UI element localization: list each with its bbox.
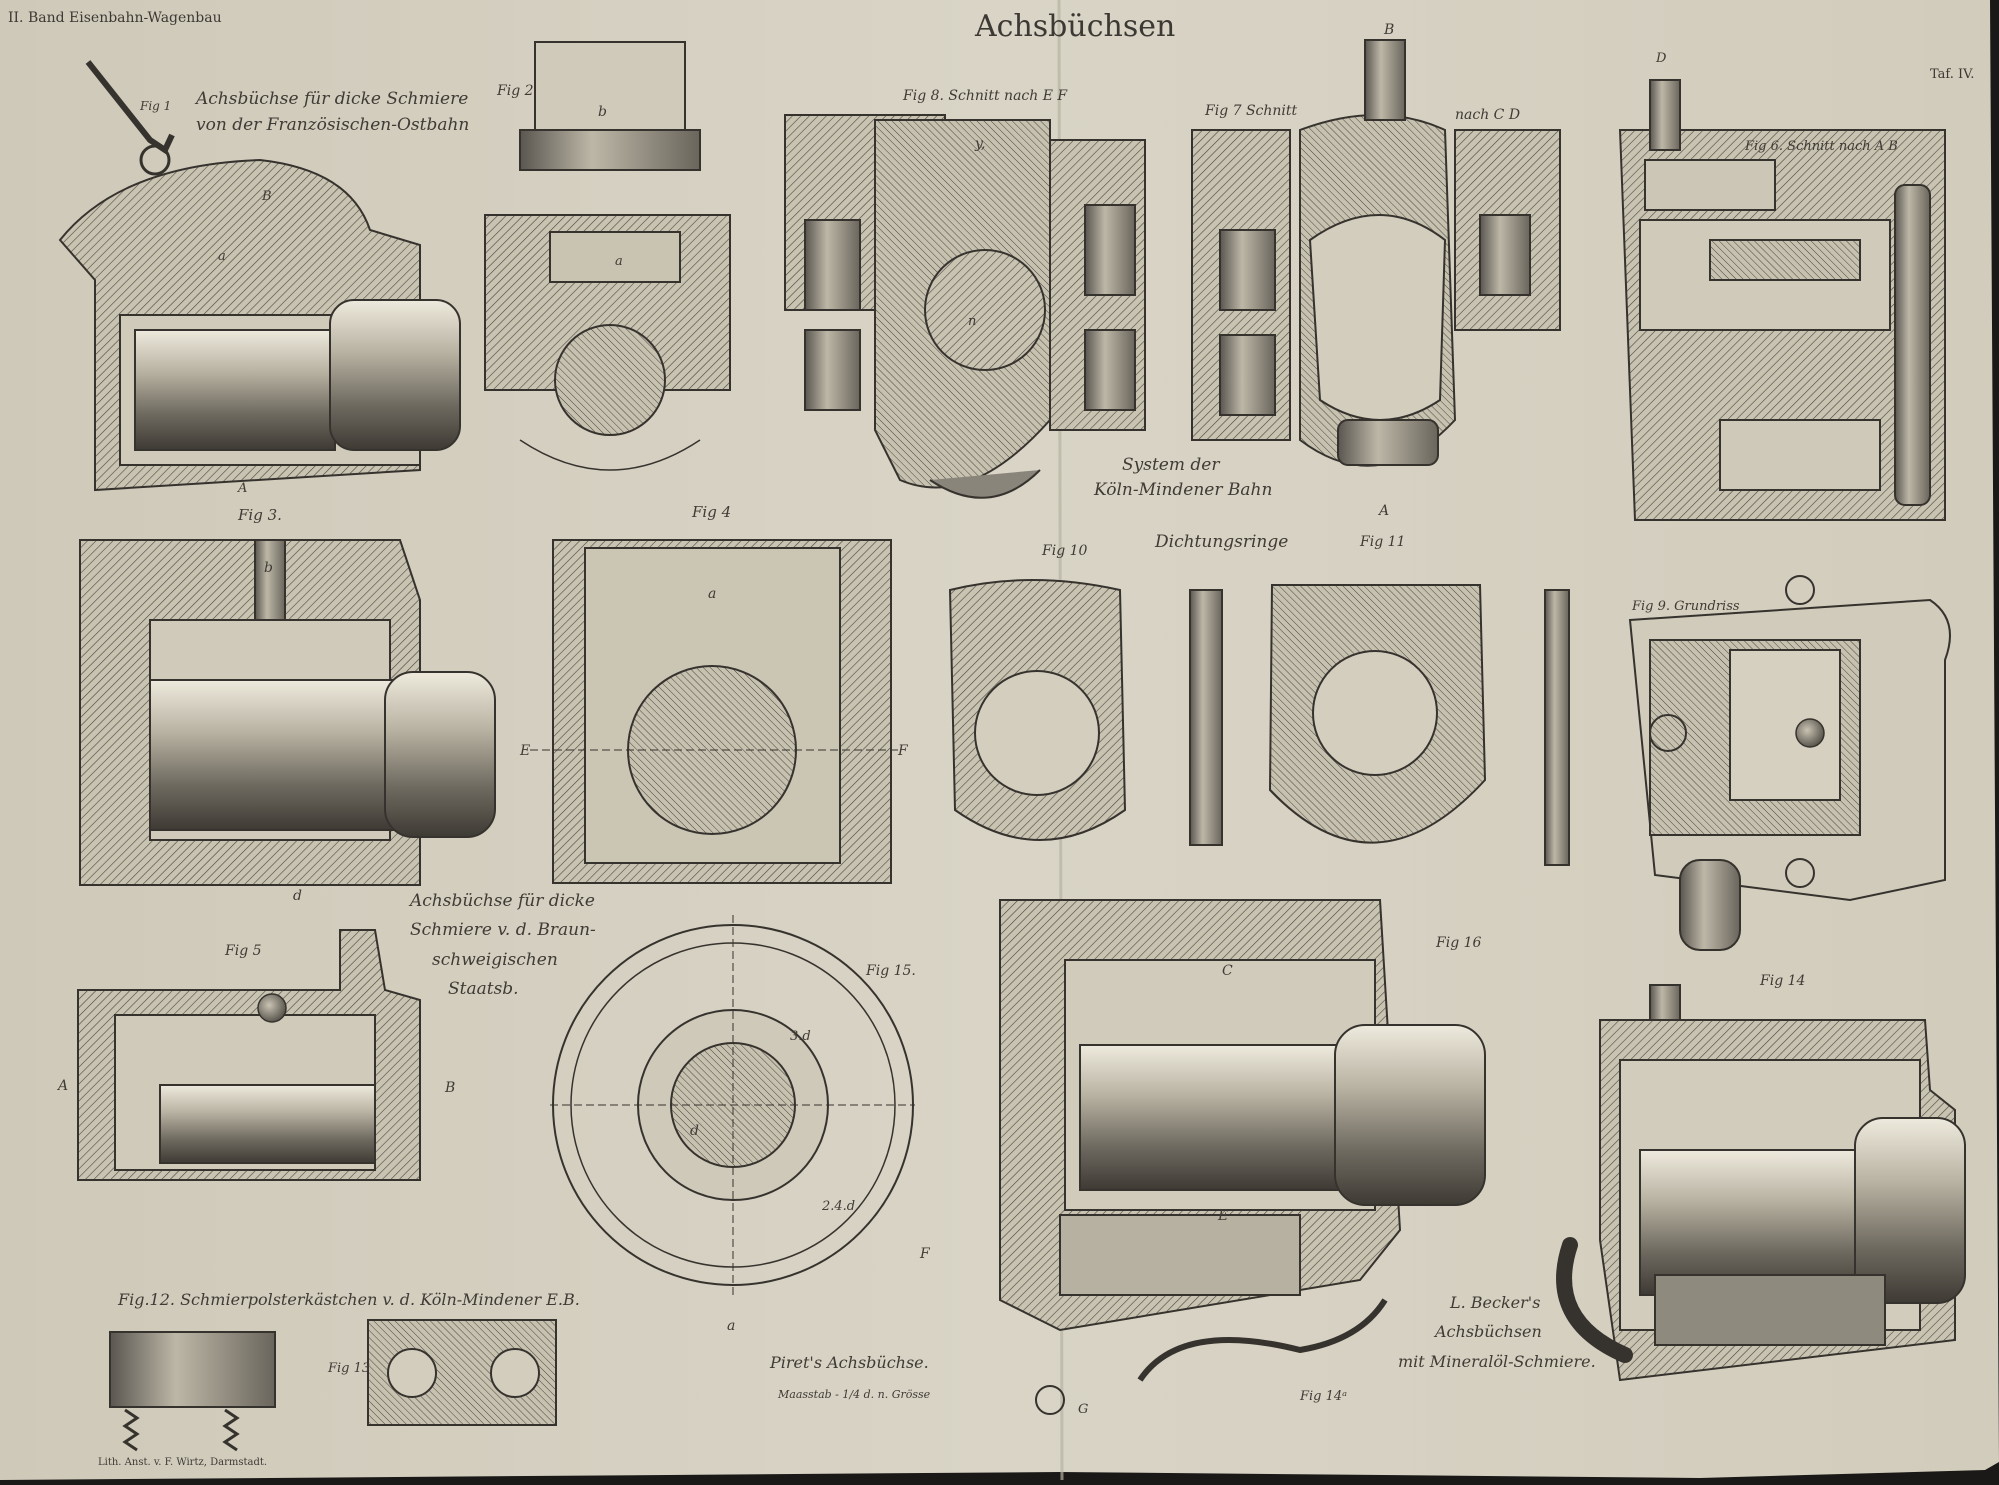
fig5-letter-B: B: [444, 1080, 455, 1096]
fig1-letter-B: B: [261, 189, 272, 204]
fig14-becker-axle-box: Fig 14: [1556, 973, 1966, 1382]
fig7-caption: Fig 7 Schnitt: [1204, 103, 1298, 119]
fig15-dim-24d: 2.4.d: [821, 1199, 855, 1214]
fig2-letter-b: b: [598, 104, 607, 120]
fig15-caption: Fig 15.: [865, 963, 916, 979]
fig3-caption: Fig 3.: [237, 506, 282, 524]
fig10-sealing-ring: Fig 10: [948, 543, 1223, 846]
fig1-letter-a: a: [218, 249, 226, 264]
fig7-letter-A: A: [1377, 503, 1389, 519]
fig16-becker-axle-box: Fig 16 C E F G Fig 14ᵃ: [919, 899, 1486, 1417]
fig3-axle-box: Fig 3. b d: [79, 506, 496, 904]
fig15-letter-a: a: [727, 1318, 735, 1334]
fig5-caption: Fig 5: [224, 943, 262, 959]
fig12-lubricator-boxes: [109, 1331, 276, 1452]
fig4-letter-a: a: [708, 586, 716, 602]
fig9-plan-view: Fig 9. Grundriss: [1628, 575, 1951, 951]
scale-label: Maasstab - 1/4 d. n. Grösse: [777, 1388, 931, 1401]
fig4-caption: Fig 4: [691, 503, 731, 521]
fig11-sealing-ring: Fig 11: [1268, 534, 1570, 866]
braunschweig-line3: schweigischen: [432, 950, 558, 970]
fig2-caption: Fig 2: [496, 83, 534, 99]
fig8-letter-n: n: [968, 314, 976, 329]
piret-label: Piret's Achsbüchse.: [769, 1353, 929, 1372]
fig8-section-EF: Fig 8. Schnitt nach E F y, n: [784, 88, 1146, 499]
fig15-dim-3d: 3.d: [790, 1029, 811, 1044]
braunschweig-line2: Schmiere v. d. Braun-: [410, 920, 596, 940]
becker-line2: Achsbüchsen: [1433, 1322, 1542, 1341]
fig11-caption: Fig 11: [1359, 534, 1405, 550]
fig16-letter-G: G: [1078, 1402, 1088, 1417]
fig1-letter-A: A: [237, 481, 247, 496]
braunschweig-line4: Staatsb.: [448, 979, 519, 999]
fig16-letter-E: E: [1217, 1208, 1228, 1224]
fig4-letter-F: F: [897, 743, 909, 759]
fig1-caption: Fig 1: [139, 99, 171, 113]
imprint: Lith. Anst. v. F. Wirtz, Darmstadt.: [98, 1457, 267, 1468]
plate-number: Taf. IV.: [1930, 67, 1974, 82]
fig5-axle-box: Fig 5 A B: [56, 929, 455, 1181]
fig3-letter-b: b: [264, 560, 273, 576]
fig13-caption: Fig 13: [327, 1361, 370, 1376]
fig8-letter-y1: y,: [974, 136, 986, 152]
fig2-letter-a: a: [615, 254, 623, 269]
fig2-axle-box: Fig 2 b a: [484, 41, 731, 471]
fig7-letter-B: B: [1383, 22, 1394, 38]
series-header: II. Band Eisenbahn-Wagenbau: [8, 10, 222, 26]
fig6-letter-D: D: [1655, 51, 1667, 66]
fig16-caption: Fig 16: [1435, 935, 1482, 951]
fig15-letter-d: d: [690, 1123, 699, 1139]
fig5-letter-A: A: [56, 1078, 68, 1094]
system-line1: System der: [1122, 455, 1220, 475]
fig16-letter-F: F: [919, 1246, 931, 1262]
dichtungsringe-label: Dichtungsringe: [1154, 532, 1288, 552]
fig1-title-line1: Achsbüchse für dicke Schmiere: [194, 89, 468, 109]
fig1-title-line2: von der Französischen-Ostbahn: [196, 115, 469, 135]
fig4-axle-box: Fig 4 E F a: [519, 503, 909, 884]
fig9-caption: Fig 9. Grundriss: [1631, 599, 1740, 614]
plate-title: Achsbüchsen: [974, 9, 1175, 44]
system-line2: Köln-Mindener Bahn: [1093, 480, 1272, 500]
fig16-letter-C: C: [1222, 963, 1233, 979]
fig12-caption: Fig.12. Schmierpolsterkästchen v. d. Köl…: [117, 1290, 580, 1309]
fig1-axle-box: Fig 1 Achsbüchse für dicke Schmiere von …: [58, 60, 469, 496]
fig10-caption: Fig 10: [1041, 543, 1088, 559]
fig6-section-AB: Fig 6. Schnitt nach A B D: [1618, 51, 1946, 521]
fig4-letter-E: E: [519, 743, 530, 759]
becker-line1: L. Becker's: [1449, 1293, 1540, 1312]
fig7-section-CD: Fig 7 Schnitt nach C D B A: [1191, 22, 1561, 519]
fig15-piret-axle-box: Fig 15. d a 3.d 2.4.d: [550, 915, 916, 1334]
fig3-letter-d: d: [293, 888, 302, 904]
fig13-lubricator-box: Fig 13: [327, 1319, 557, 1426]
fig7-caption-cont: nach C D: [1455, 107, 1520, 123]
braunschweig-line1: Achsbüchse für dicke: [408, 891, 595, 911]
fig8-caption: Fig 8. Schnitt nach E F: [902, 88, 1068, 104]
fig6-caption: Fig 6. Schnitt nach A B: [1744, 139, 1898, 154]
becker-line3: mit Mineralöl-Schmiere.: [1398, 1352, 1596, 1371]
fig14-caption: Fig 14: [1759, 973, 1805, 989]
fig14a-caption: Fig 14ᵃ: [1299, 1389, 1347, 1404]
